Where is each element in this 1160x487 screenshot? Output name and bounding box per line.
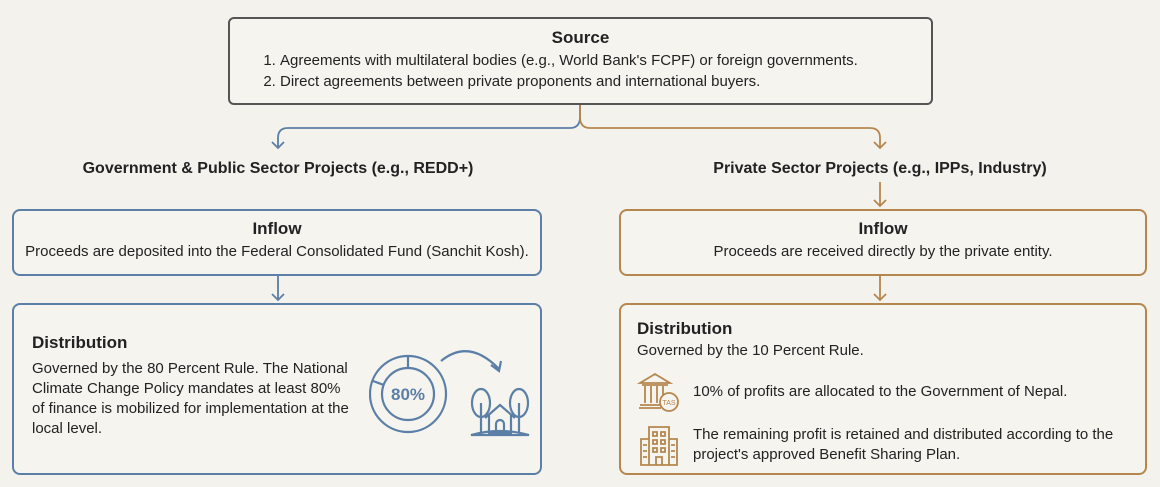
source-item: Agreements with multilateral bodies (e.g… [280,50,931,71]
distribution-text: Governed by the 80 Percent Rule. The Nat… [32,360,349,437]
tax-badge: TAS [662,400,675,407]
office-building-icon [640,426,678,466]
source-title: Source [551,28,610,47]
private-distribution-box: Distribution Governed by the 10 Percent … [619,303,1147,475]
house-with-trees-icon [470,387,530,437]
government-distribution-box: Distribution Governed by the 80 Percent … [12,303,542,475]
distribution-title: Distribution [637,319,733,338]
source-box: Source Agreements with multilateral bodi… [228,17,933,105]
private-heading: Private Sector Projects (e.g., IPPs, Ind… [713,160,1047,177]
inflow-text: Proceeds are received directly by the pr… [713,243,1053,260]
inflow-title: Inflow [252,219,302,238]
list-item: The remaining profit is retained and dis… [637,423,1129,467]
curved-arrow-icon [440,350,503,373]
item-text: The remaining profit is retained and dis… [693,426,1114,463]
government-inflow-box: Inflow Proceeds are deposited into the F… [12,209,542,276]
source-item: Direct agreements between private propon… [280,71,931,92]
distribution-title: Distribution [32,333,128,352]
inflow-text: Proceeds are deposited into the Federal … [25,243,529,260]
inflow-title: Inflow [858,219,908,238]
distribution-text: Governed by the 10 Percent Rule. [637,342,864,359]
government-building-tax-icon: TAS [637,372,679,412]
list-item: TAS 10% of profits are allocated to the … [637,371,1129,413]
gauge-label: 80% [391,385,425,404]
private-inflow-box: Inflow Proceeds are received directly by… [619,209,1147,276]
local-allocation-graphic: 80% [369,350,530,437]
item-text: 10% of profits are allocated to the Gove… [693,383,1068,400]
government-heading: Government & Public Sector Projects (e.g… [82,160,474,177]
